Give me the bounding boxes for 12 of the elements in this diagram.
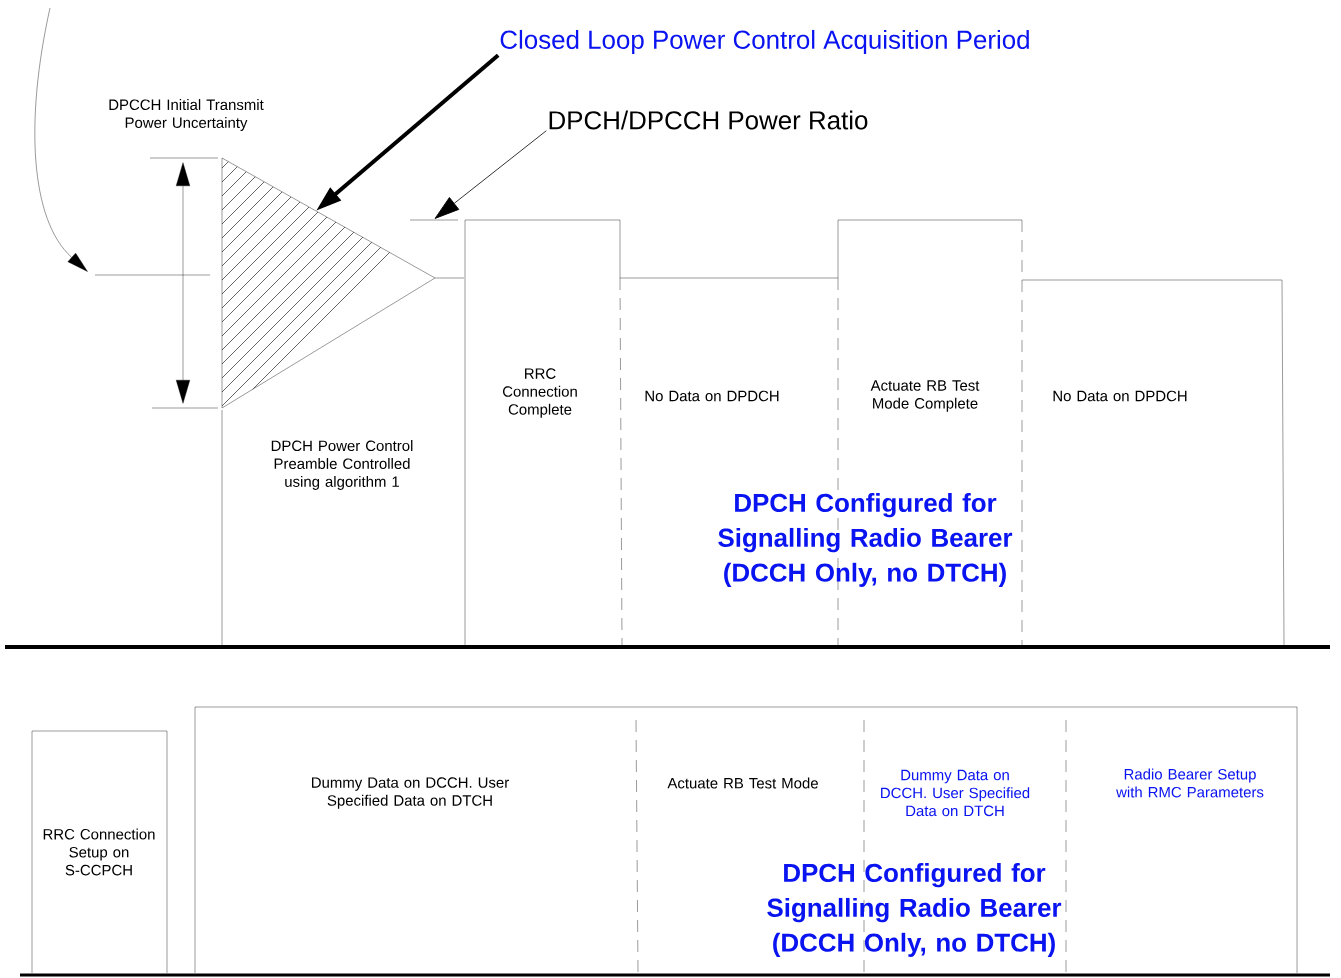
dimension-label: DPCCH Initial Transmit Power Uncertainty (109, 99, 264, 131)
channel-note: DPCH Configured for Signalling Radio Bearer (DCCH Only, no DTCH) (718, 493, 1013, 587)
segment-box: RRC Connection Complete (464, 219, 623, 646)
segment-box: DPCH Power Control Preamble Controlled using algorithm 1 (221, 409, 413, 646)
title-text: Closed Loop Power Control Acquisition Period (500, 29, 1029, 55)
segment-box: RRC Connection Setup on S-CCPCH (31, 730, 168, 974)
segment-box: No Data on DPDCH (1021, 279, 1285, 646)
callout-text: DPCH/DPCCH Power Ratio (549, 110, 868, 130)
segment-box: Dummy Data on DCCH. User Specified Data on DTCH (194, 706, 639, 974)
channel-note: DPCH Configured for Signalling Radio Bearer (DCCH Only, no DTCH) (767, 863, 1062, 957)
arrow (434, 130, 547, 219)
segment-box: Radio Bearer Setup with RMC Parameters (1065, 706, 1298, 974)
